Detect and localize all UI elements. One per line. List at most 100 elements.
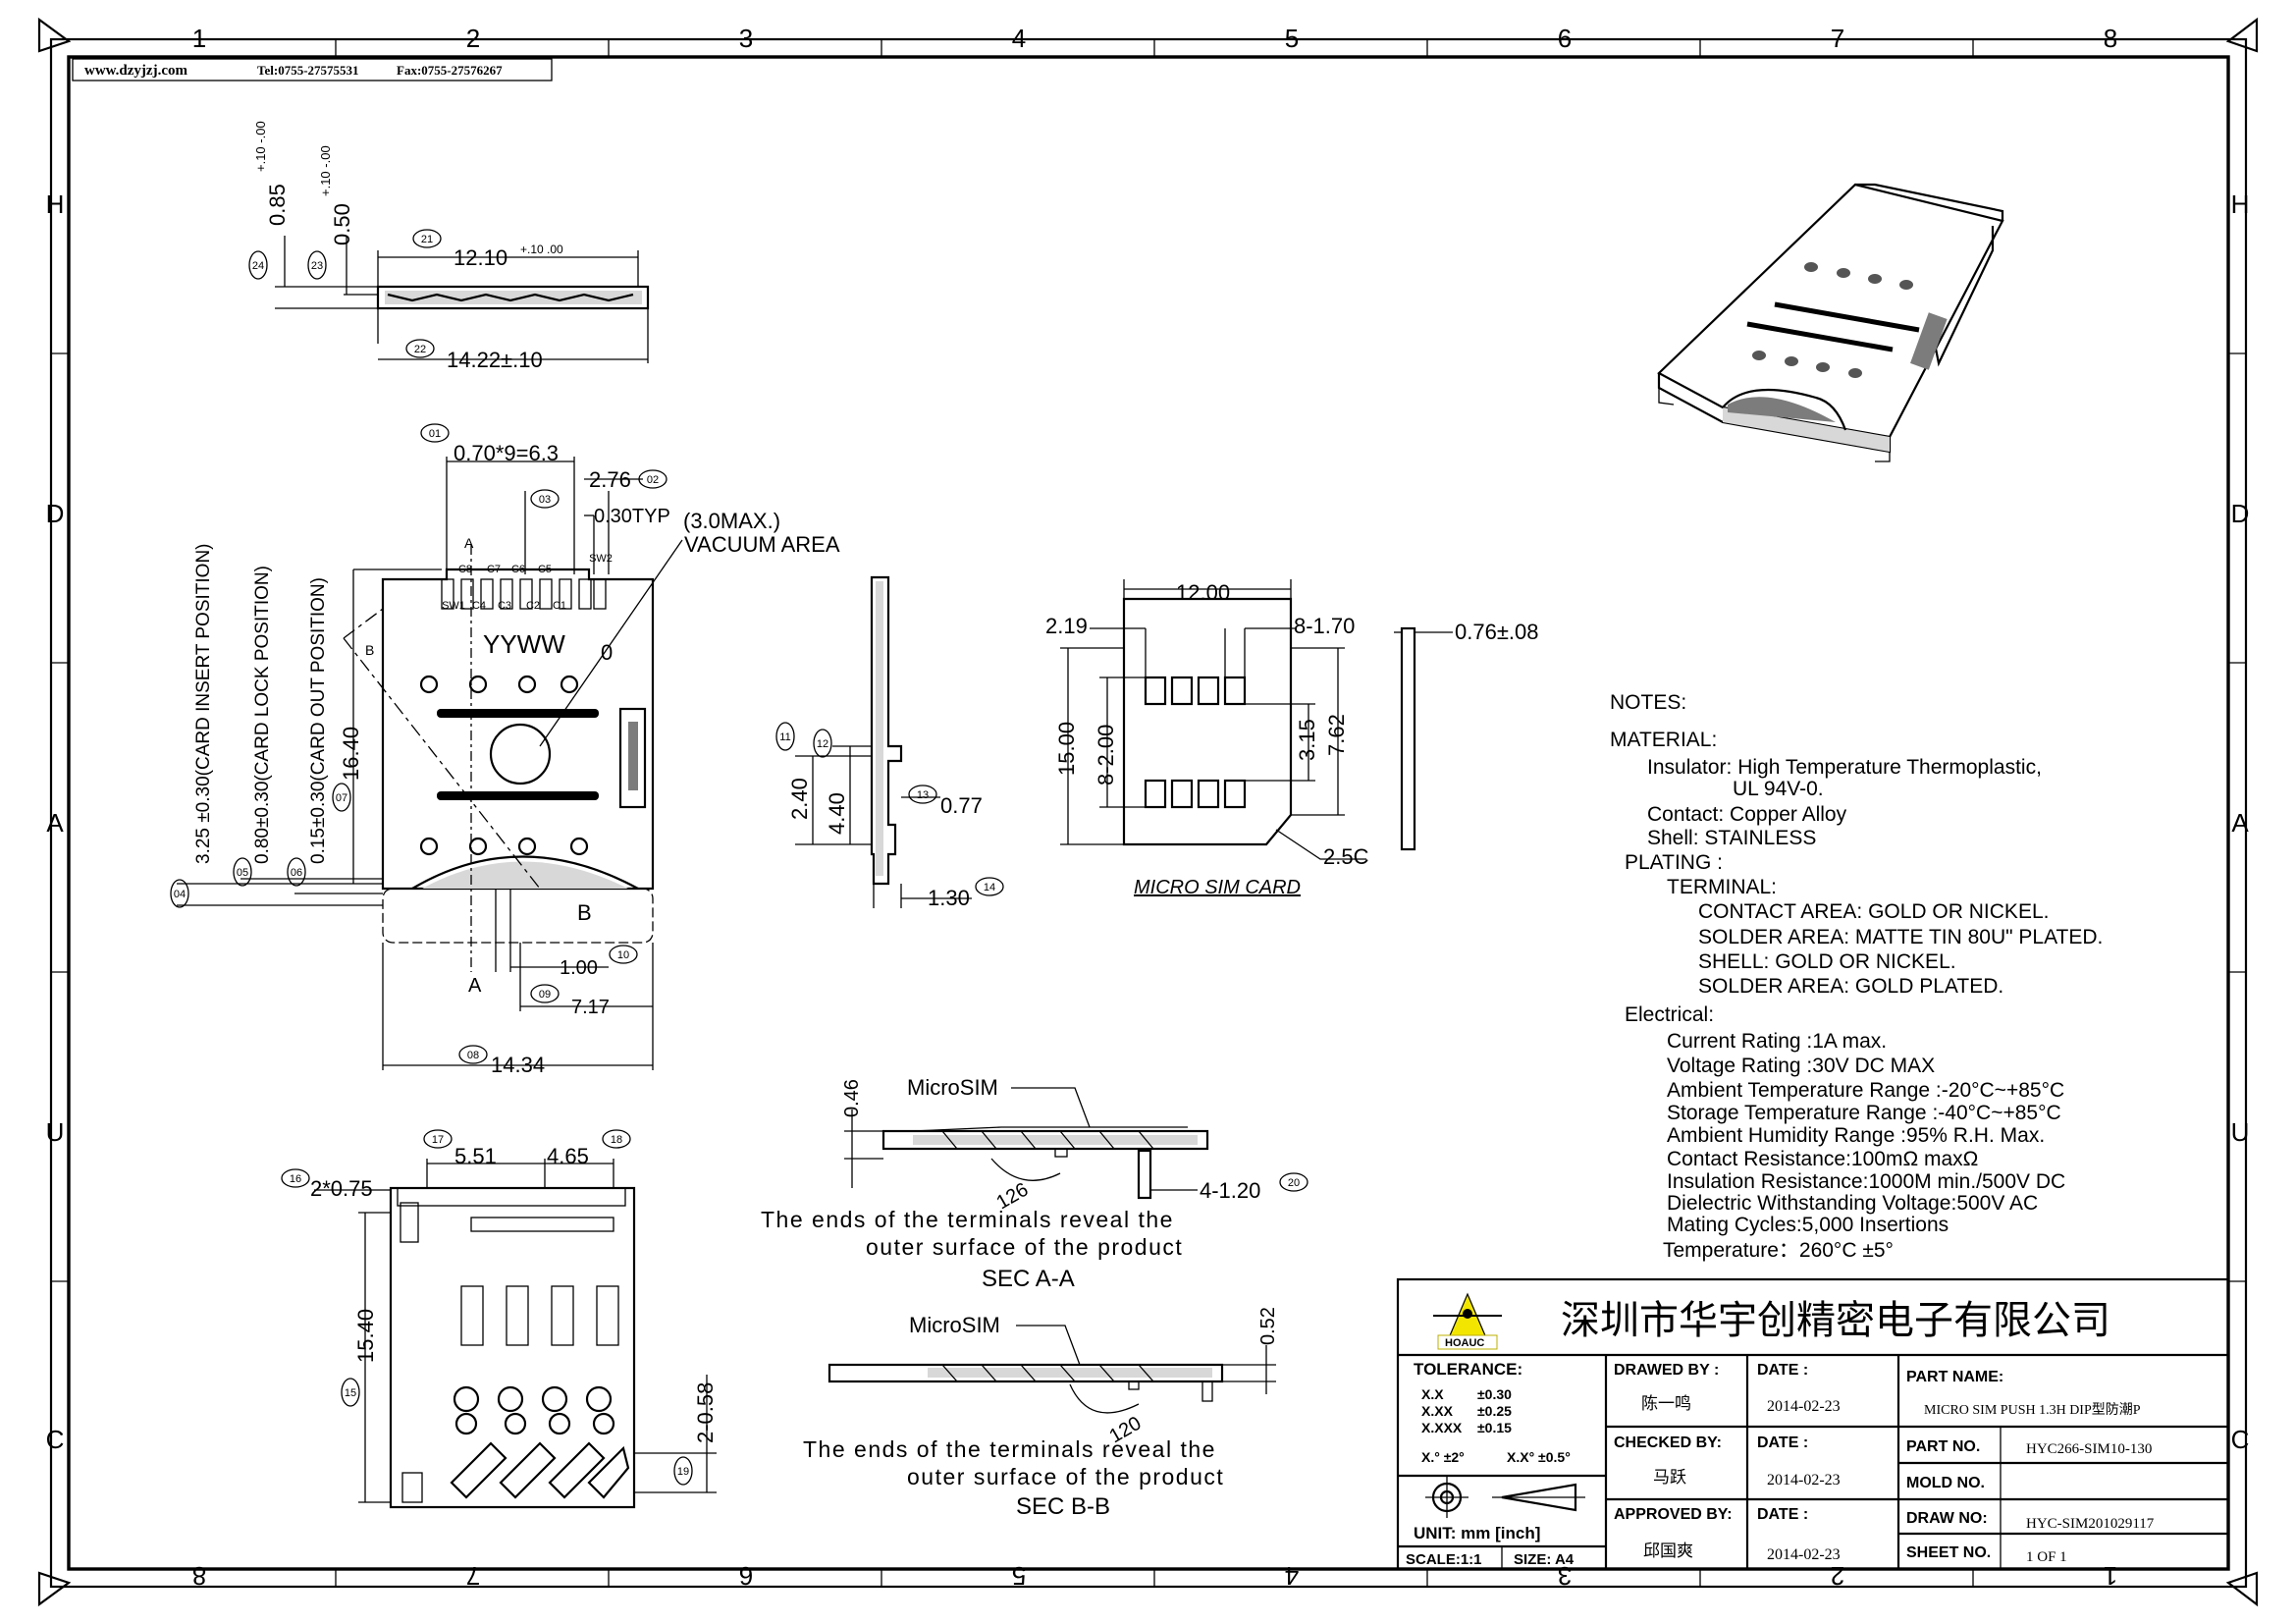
sec-b-top: B	[365, 642, 374, 658]
sec-aa-120: 4-1.20	[1200, 1178, 1260, 1203]
dim-240: 2.40	[787, 778, 812, 820]
yyww-mark: YYWW	[483, 629, 565, 659]
section-b-b: 0.52 MicroSIM 120 The ends of the termin…	[803, 1307, 1279, 1520]
svg-text:03: 03	[539, 494, 551, 506]
balloon-19: 19	[673, 1456, 693, 1486]
col-bot-2: 2	[1831, 1561, 1844, 1591]
balloons: 21 22 24 23 01 02 03 04 05 06 07 08 09 1…	[170, 229, 1308, 1486]
svg-text:15: 15	[345, 1387, 356, 1399]
date2-value: 2014-02-23	[1767, 1472, 1841, 1489]
card-lock-pos: 0.80±0.30(CARD LOCK POSITION)	[252, 566, 273, 864]
card-dim-762: 7.62	[1324, 714, 1349, 756]
sec-aa-microsim: MicroSIM	[907, 1075, 998, 1100]
dim-pitch: 0.70*9=6.3	[454, 441, 559, 465]
pin-label-c1: C1	[553, 600, 566, 612]
card-out-pos: 0.15±0.30(CARD OUT POSITION)	[308, 577, 329, 864]
sec-bb-title: SEC B-B	[1016, 1493, 1110, 1520]
svg-text:06: 06	[291, 867, 302, 879]
pin-label-c3: C3	[498, 600, 511, 612]
svg-text:23: 23	[311, 260, 323, 272]
dim-085: 0.85	[265, 184, 290, 226]
notes-terminal: TERMINAL:	[1667, 876, 1777, 898]
notes-current: Current Rating :1A max.	[1667, 1030, 1887, 1053]
col-bot-5: 5	[1012, 1561, 1026, 1591]
balloon-22: 22	[405, 339, 435, 358]
row-left-U: U	[46, 1117, 65, 1147]
approved-by-label: APPROVED BY:	[1614, 1506, 1733, 1523]
svg-text:17: 17	[432, 1134, 444, 1146]
bot-dim-075: 2*0.75	[310, 1176, 373, 1201]
dim-276: 2.76	[589, 467, 631, 492]
tol-xxx-val: ±0.15	[1477, 1420, 1512, 1435]
balloon-16: 16	[281, 1168, 310, 1188]
mold-no-label: MOLD NO.	[1906, 1475, 1985, 1491]
balloon-11: 11	[775, 722, 795, 751]
col-bot-1: 1	[2104, 1561, 2117, 1591]
dim-130: 1.30	[928, 886, 970, 910]
balloon-02: 02	[638, 469, 667, 489]
company-name: 深圳市华宇创精密电子有限公司	[1561, 1299, 2110, 1342]
sec-aa-ends-1: The ends of the terminals reveal the	[761, 1207, 1174, 1232]
tol-x: X.X	[1421, 1386, 1444, 1402]
svg-text:13: 13	[917, 789, 929, 801]
pin-label-c6: C6	[511, 564, 525, 575]
col-bot-8: 8	[192, 1561, 206, 1591]
row-right-U: U	[2231, 1117, 2250, 1147]
scale-label: SCALE:1:1	[1406, 1551, 1482, 1568]
card-dim-170: 8-1.70	[1294, 614, 1355, 638]
part-name-value: MICRO SIM PUSH 1.3H DIP型防潮P	[1924, 1402, 2141, 1418]
company-logo: HOAUC	[1433, 1292, 1502, 1350]
notes-ambient: Ambient Temperature Range :-20°C~+85°C	[1667, 1079, 2064, 1102]
sec-bb-052: 0.52	[1257, 1307, 1279, 1345]
col-top-8: 8	[2104, 24, 2117, 53]
sec-aa-ends-2: outer surface of the product	[866, 1234, 1183, 1260]
sheet-no-label: SHEET NO.	[1906, 1544, 1991, 1561]
date3-label: DATE :	[1757, 1506, 1808, 1523]
balloon-15: 15	[341, 1378, 360, 1407]
svg-text:21: 21	[421, 234, 433, 245]
card-dim-1200: 12.00	[1176, 580, 1230, 605]
notes-humidity: Ambient Humidity Range :95% R.H. Max.	[1667, 1124, 2045, 1147]
sec-bb-ends-2: outer surface of the product	[907, 1464, 1224, 1489]
dim-1422: 14.22±.10	[447, 348, 543, 372]
dim-1210-tol: +.10 .00	[520, 243, 563, 256]
col-top-1: 1	[192, 24, 206, 53]
svg-text:08: 08	[467, 1050, 479, 1061]
notes-contact-res: Contact Resistance:100mΩ maxΩ	[1667, 1148, 1978, 1170]
notes-insulation: Insulation Resistance:1000M min./500V DC	[1667, 1170, 2065, 1193]
balloon-03: 03	[530, 489, 560, 509]
sec-aa-title: SEC A-A	[982, 1266, 1075, 1292]
dim-100: 1.00	[560, 957, 598, 979]
notes-storage: Storage Temperature Range :-40°C~+85°C	[1667, 1102, 2061, 1124]
svg-text:16: 16	[290, 1173, 301, 1185]
col-top-5: 5	[1285, 24, 1299, 53]
dim-050-tol: +.10 -.00	[318, 145, 333, 196]
date1-value: 2014-02-23	[1767, 1398, 1841, 1415]
dim-1640: 16.40	[339, 727, 363, 781]
balloon-13: 13	[908, 785, 937, 804]
drawn-by-label: DRAWED BY :	[1614, 1362, 1719, 1379]
notes-shell: Shell: STAINLESS	[1647, 827, 1816, 849]
row-left-H: H	[46, 189, 65, 219]
notes: NOTES: MATERIAL: Insulator: High Tempera…	[1610, 691, 2103, 1262]
svg-text:19: 19	[677, 1466, 689, 1478]
row-left-A: A	[46, 808, 64, 838]
card-dim-200: 8-2.00	[1094, 725, 1118, 785]
svg-text:22: 22	[414, 344, 426, 355]
top-view: C8 C7 C6 C5 SW1 C4 C3 C2 C1 SW2 YYWW 0 A…	[177, 441, 840, 1077]
balloon-14: 14	[975, 877, 1004, 896]
header-strip: www.dzyjzj.com Tel:0755-27575531 Fax:075…	[72, 58, 553, 81]
part-no-value: HYC266-SIM10-130	[2026, 1441, 2152, 1457]
balloon-06: 06	[287, 857, 306, 887]
notes-material: MATERIAL:	[1610, 729, 1717, 751]
tol-xx-val: ±0.25	[1477, 1403, 1512, 1419]
row-left-C: C	[46, 1425, 65, 1454]
svg-text:12: 12	[817, 738, 828, 750]
approved-by-name: 邱国爽	[1643, 1542, 1693, 1560]
date2-label: DATE :	[1757, 1435, 1808, 1451]
sec-aa-046: 0.46	[841, 1079, 863, 1117]
pin-label-sw2: SW2	[589, 553, 613, 565]
bot-dim-058: 2-0.58	[693, 1382, 718, 1443]
pin-label-c7: C7	[487, 564, 501, 575]
part-name-label: PART NAME:	[1906, 1369, 2003, 1385]
